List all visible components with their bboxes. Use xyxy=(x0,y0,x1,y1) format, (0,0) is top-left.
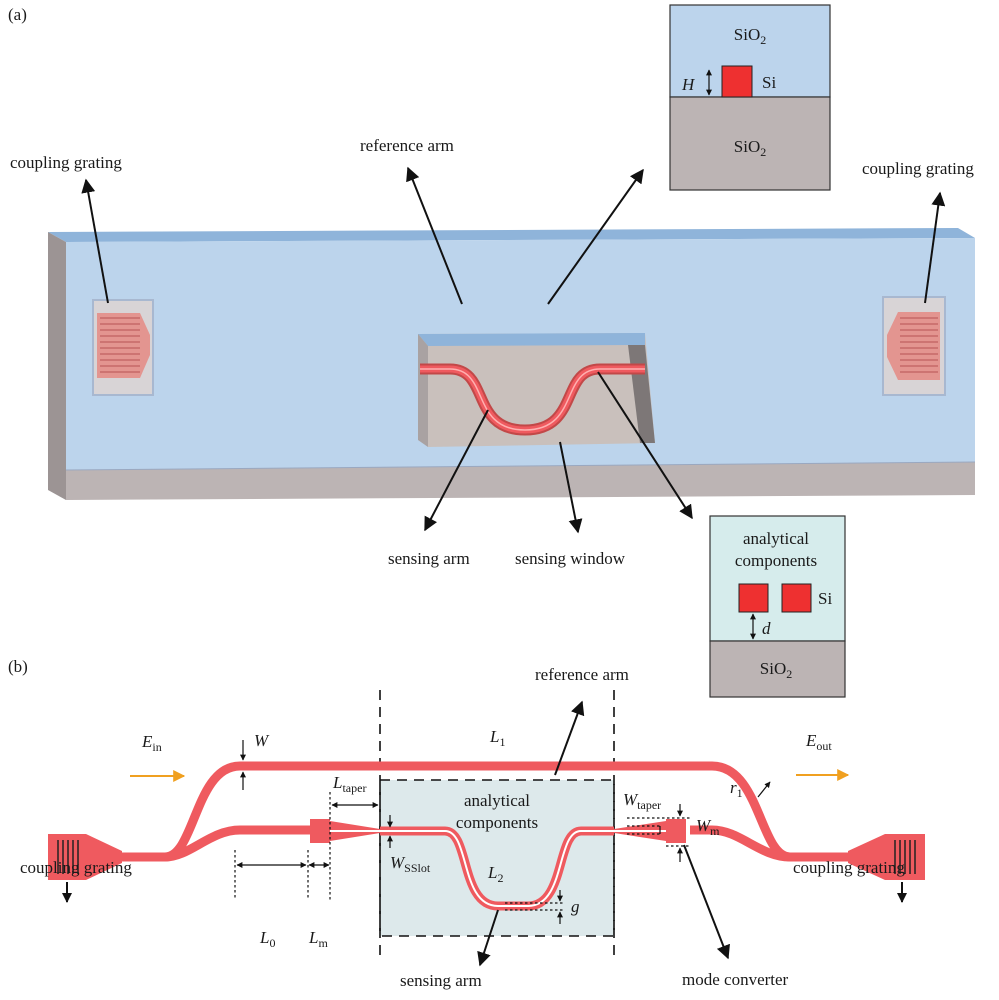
label-b-coupling-left: coupling grating xyxy=(20,858,132,877)
grating-window-left xyxy=(92,299,154,396)
label-a-sensing-window: sensing window xyxy=(515,549,626,568)
symbol-w-taper: Wtaper xyxy=(623,790,661,812)
inset-top-upper-material: SiO2 xyxy=(734,25,766,47)
inset-top-lower-material: SiO2 xyxy=(734,137,766,159)
mzi-waveguides xyxy=(120,761,850,911)
inset-cross-section-bottom: analytical components Si d SiO2 xyxy=(709,515,846,698)
panel-a: (a) xyxy=(8,4,976,698)
symbol-w-sslot: WSSlot xyxy=(390,853,431,875)
symbol-w: W xyxy=(254,731,270,750)
inset-top-height-symbol: H xyxy=(681,75,696,94)
inset-cross-section-top: SiO2 Si H SiO2 xyxy=(669,4,831,191)
inset-bottom-line2: components xyxy=(735,551,817,570)
analytical-region-border xyxy=(379,779,615,937)
label-a-reference-arm: reference arm xyxy=(360,136,454,155)
symbol-l1: L1 xyxy=(489,727,505,749)
label-b-coupling-right: coupling grating xyxy=(793,858,905,877)
panel-b-label: (b) xyxy=(8,657,28,676)
symbol-l0: L0 xyxy=(259,928,275,950)
callout-arrows-a xyxy=(81,166,946,534)
grating-coupler-right xyxy=(848,834,925,880)
waveguide-3d xyxy=(420,363,645,436)
inset-bottom-gap-symbol: d xyxy=(762,619,771,638)
inset-bottom-line1: analytical xyxy=(743,529,809,548)
label-a-coupling-left: coupling grating xyxy=(10,153,122,172)
label-b-reference-arm: reference arm xyxy=(535,665,629,684)
symbol-e-in: Ein xyxy=(141,732,162,754)
panel-a-label: (a) xyxy=(8,5,27,24)
grating-window-right xyxy=(882,296,946,396)
label-b-analytical-line2: components xyxy=(456,813,538,832)
label-a-coupling-right: coupling grating xyxy=(862,159,974,178)
sensing-window-3d xyxy=(418,333,655,447)
inset-bottom-core-label: Si xyxy=(818,589,832,608)
symbol-g: g xyxy=(571,897,580,916)
label-b-mode-converter: mode converter xyxy=(682,970,789,989)
grating-coupler-left xyxy=(48,834,122,880)
symbol-l-taper: Ltaper xyxy=(332,773,366,795)
dimension-annotations xyxy=(62,700,907,967)
label-b-sensing-arm: sensing arm xyxy=(400,971,482,990)
label-b-analytical-line1: analytical xyxy=(464,791,530,810)
label-a-sensing-arm: sensing arm xyxy=(388,549,470,568)
symbol-lm: Lm xyxy=(308,928,328,950)
symbol-e-out: Eout xyxy=(805,731,832,753)
inset-top-core-label: Si xyxy=(762,73,776,92)
symbol-l2: L2 xyxy=(487,863,503,885)
symbol-r1: r1 xyxy=(730,778,743,800)
inset-bottom-lower-material: SiO2 xyxy=(760,659,792,681)
symbol-w-m: Wm xyxy=(696,816,720,838)
panel-b: (b) xyxy=(8,657,925,990)
